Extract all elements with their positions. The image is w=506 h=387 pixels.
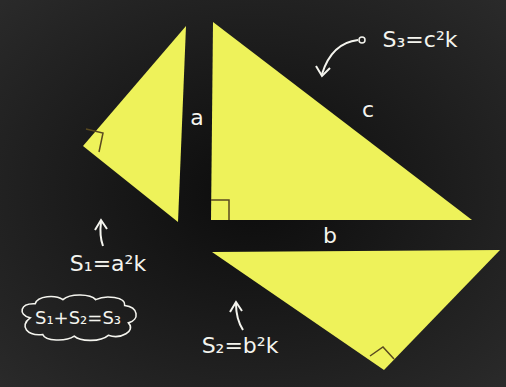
side-letter: c <box>362 98 374 122</box>
sum-equation: S₁+S₂=S₃ <box>35 308 121 328</box>
side-letter: a <box>190 106 203 130</box>
area-formula: S₁=a²k <box>70 252 146 276</box>
area-formula: S₃=c²k <box>383 28 458 52</box>
cloud-bubble: S₁+S₂=S₃ <box>15 293 141 343</box>
side-letter: b <box>323 224 337 248</box>
area-formula: S₂=b²k <box>202 334 279 358</box>
